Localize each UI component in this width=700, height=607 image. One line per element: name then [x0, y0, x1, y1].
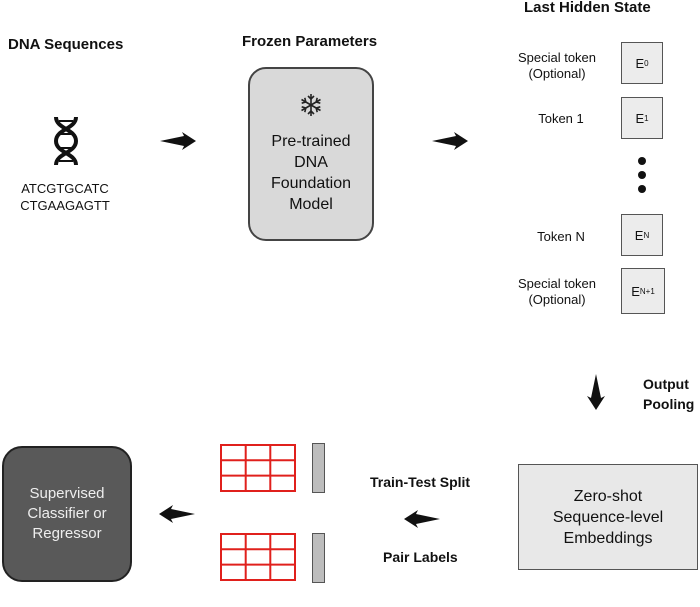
pair-labels-label: Pair Labels	[383, 549, 458, 565]
foundation-model-box: Pre-trained DNA Foundation Model	[248, 67, 374, 241]
zero-shot-embeddings-label: Zero-shot Sequence-level Embeddings	[552, 487, 664, 547]
arrow-down	[587, 374, 605, 410]
token-label-special-end: Special token (Optional)	[517, 276, 597, 307]
arrow-left-1	[404, 510, 440, 528]
supervised-classifier-box: Supervised Classifier or Regressor	[2, 446, 132, 582]
supervised-classifier-label: Supervised Classifier or Regressor	[27, 485, 107, 542]
dna-sequence-text: ATCGTGCATC CTGAAGAGTT	[10, 180, 120, 214]
foundation-model-label: Pre-trained DNA Foundation Model	[270, 133, 352, 213]
embedding-subscript: 1	[644, 113, 649, 123]
embedding-symbol: E	[631, 283, 640, 299]
embedding-subscript: N	[643, 230, 650, 240]
test-data-table	[220, 533, 296, 581]
train-label-column	[312, 443, 325, 493]
arrow-right-2	[432, 132, 468, 150]
embedding-symbol: E	[634, 227, 644, 243]
train-test-split-label: Train-Test Split	[370, 474, 471, 490]
embedding-subscript: N+1	[639, 286, 655, 296]
arrow-left-2	[159, 505, 195, 523]
output-pooling-label: Output Pooling	[643, 376, 695, 412]
snowflake-icon	[301, 94, 321, 116]
token-label-n: Token N	[537, 229, 585, 244]
last-hidden-state-heading: Last Hidden State	[524, 0, 651, 16]
dna-sequences-heading: DNA Sequences	[8, 36, 124, 53]
embedding-symbol: E	[635, 110, 645, 126]
token-label-1: Token 1	[538, 111, 584, 126]
zero-shot-embeddings-box: Zero-shot Sequence-level Embeddings	[518, 464, 698, 570]
sequence-line-2: CTGAAGAGTT	[20, 198, 110, 213]
embedding-symbol: E	[635, 55, 645, 71]
vertical-ellipsis-icon	[638, 157, 646, 193]
token-label-special-start: Special token (Optional)	[517, 50, 597, 81]
test-label-column	[312, 533, 325, 583]
frozen-parameters-heading: Frozen Parameters	[242, 33, 378, 50]
embedding-subscript: 0	[644, 58, 649, 68]
dna-helix-icon	[53, 116, 79, 166]
train-data-table	[220, 444, 296, 492]
sequence-line-1: ATCGTGCATC	[21, 181, 109, 196]
arrow-right-1	[160, 132, 196, 150]
